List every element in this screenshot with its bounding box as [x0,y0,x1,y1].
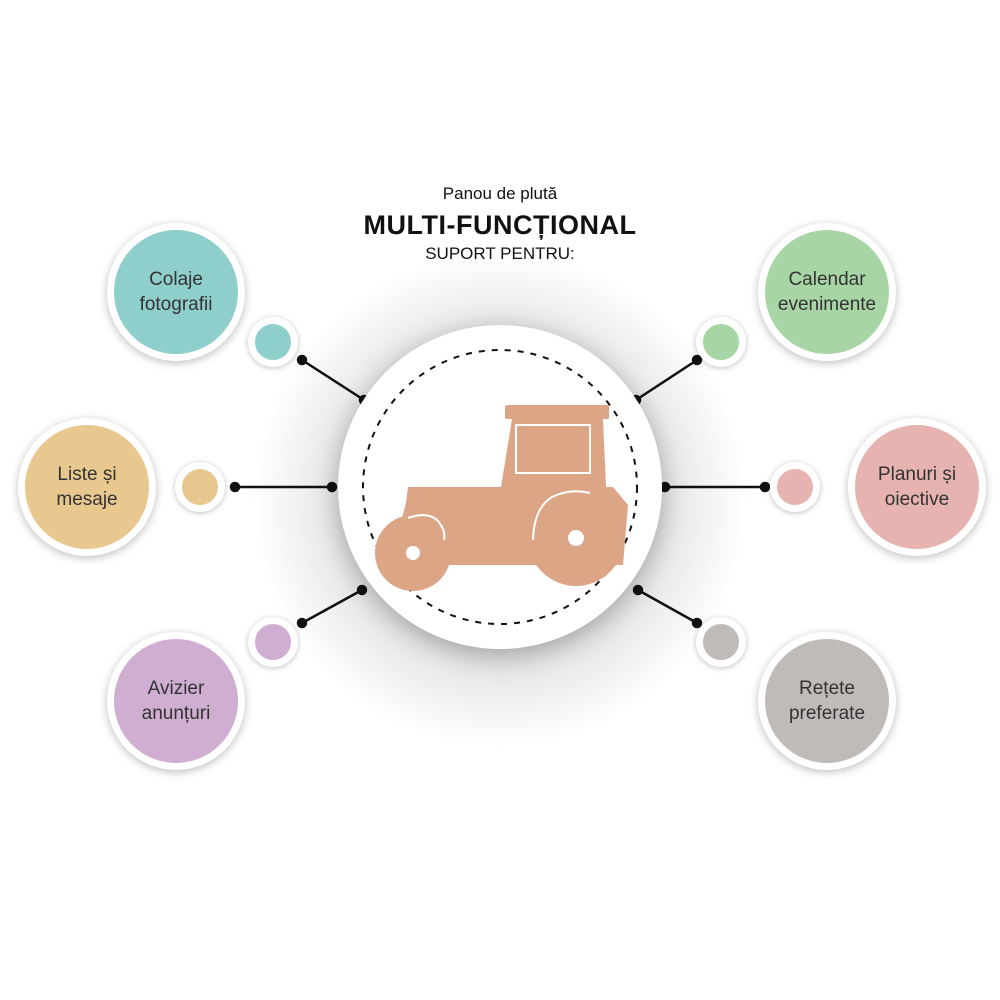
tractor-icon [362,349,638,625]
tractor-rear-wheel [528,490,624,586]
item-dot-avizier [248,617,298,667]
connector-end-colaje [296,354,308,366]
tractor-front-wheel [375,515,451,591]
item-dot-calendar [696,317,746,367]
connector-end-calendar [691,354,703,366]
item-dot-colaje [248,317,298,367]
item-dot-planuri [770,462,820,512]
connector-end-liste-center [326,481,338,493]
item-label-avizier: Avizier anunțuri [141,678,211,724]
title-line-1: Panou de plută [442,184,558,203]
item-bubble-colaje: Colaje fotografii [107,223,245,361]
connector-end-avizier-center [356,584,368,596]
tractor-cab [501,419,606,487]
connector-end-avizier [296,617,308,629]
connector-end-planuri [759,481,771,493]
title-block: Panou de plută MULTI-FUNCȚIONAL SUPORT P… [300,183,700,263]
title-line-2: MULTI-FUNCȚIONAL [363,210,637,240]
connector-end-planuri-center [659,481,671,493]
connector-calendar [635,358,698,402]
center-circle [338,325,662,649]
connector-colaje [301,358,365,402]
item-dot-liste [175,462,225,512]
dashed-ring [362,349,638,625]
connector-end-liste [229,481,241,493]
item-label-colaje: Colaje fotografii [139,269,213,315]
connector-avizier [301,588,363,625]
item-label-liste: Liste și mesaje [56,464,118,510]
connector-end-retete [691,617,703,629]
connector-end-retete-center [632,584,644,596]
connector-retete [637,588,698,625]
item-bubble-avizier: Avizier anunțuri [107,632,245,770]
item-bubble-calendar: Calendar evenimente [758,223,896,361]
item-label-calendar: Calendar evenimente [777,269,877,315]
title-line-3: SUPORT PENTRU: [425,244,575,263]
item-bubble-planuri: Planuri și oiective [848,418,986,556]
tractor-detail-front [407,514,446,541]
tractor-roof [505,405,609,419]
item-bubble-liste: Liste și mesaje [18,418,156,556]
item-label-planuri: Planuri și oiective [877,464,957,510]
cork-tractor [375,405,628,591]
item-bubble-retete: Rețete preferate [758,632,896,770]
tractor-window [515,424,591,474]
item-label-retete: Rețete preferate [788,678,866,724]
item-dot-retete [696,617,746,667]
tractor-detail-rear [532,490,591,541]
